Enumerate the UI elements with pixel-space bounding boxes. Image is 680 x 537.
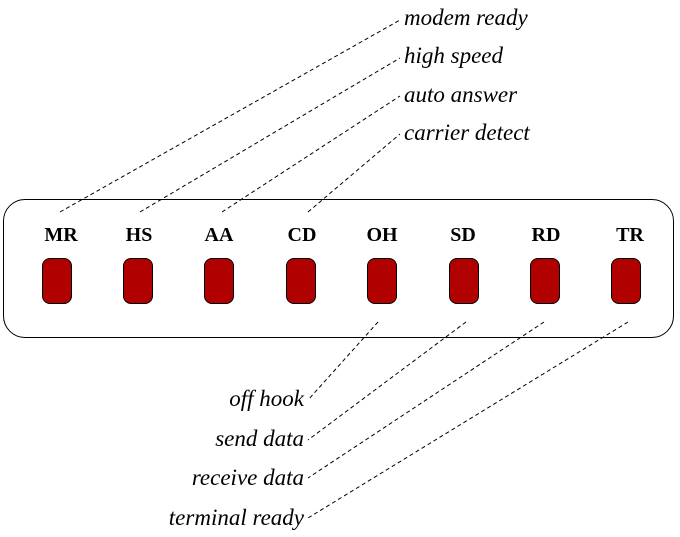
led-hs xyxy=(123,258,153,304)
led-rd xyxy=(530,258,560,304)
led-cd xyxy=(286,258,316,304)
leader-line-cd xyxy=(307,133,401,213)
indicator-code-mr: MR xyxy=(44,224,78,246)
label-high-speed: high speed xyxy=(404,43,504,68)
indicator-code-sd: SD xyxy=(450,224,476,246)
leader-line-tr xyxy=(307,321,629,519)
label-terminal-ready: terminal ready xyxy=(168,505,304,530)
indicator-code-oh: OH xyxy=(366,224,398,246)
leader-line-rd xyxy=(307,321,545,479)
indicator-code-rd: RD xyxy=(531,224,561,246)
label-auto-answer: auto answer xyxy=(404,82,518,107)
label-send-data: send data xyxy=(215,426,304,451)
leader-line-oh xyxy=(307,321,379,401)
label-off-hook: off hook xyxy=(229,386,304,411)
indicator-code-tr: TR xyxy=(616,224,644,246)
leader-line-aa xyxy=(221,95,401,213)
leader-line-mr xyxy=(59,19,401,213)
indicator-code-hs: HS xyxy=(125,224,153,246)
indicator-code-cd: CD xyxy=(287,224,317,246)
led-tr xyxy=(611,258,641,304)
label-modem-ready: modem ready xyxy=(404,5,528,30)
leader-line-sd xyxy=(307,321,467,441)
label-receive-data: receive data xyxy=(191,465,304,490)
led-aa xyxy=(204,258,234,304)
led-mr xyxy=(42,258,72,304)
label-carrier-detect: carrier detect xyxy=(404,120,530,145)
leader-line-hs xyxy=(139,57,401,213)
led-sd xyxy=(449,258,479,304)
indicator-code-aa: AA xyxy=(204,224,234,246)
indicator-panel xyxy=(3,199,674,338)
led-oh xyxy=(367,258,397,304)
